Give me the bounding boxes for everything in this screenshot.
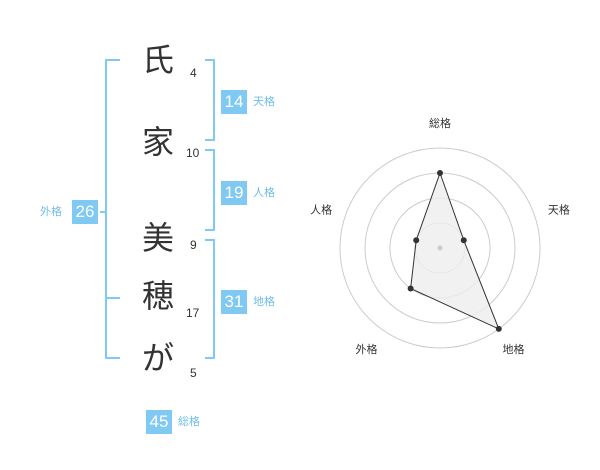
radar-point-2: [460, 237, 467, 244]
gaikaku-value: 26: [72, 200, 98, 224]
tenkaku-bracket: [205, 59, 215, 141]
soukaku-value: 45: [146, 410, 172, 434]
radar-axis-label-2: 天格: [548, 202, 570, 216]
name-char-1: 氏: [141, 41, 174, 79]
radar-point-1: [437, 170, 443, 176]
jinkaku-value: 19: [221, 181, 247, 205]
radar-point-4: [407, 285, 414, 292]
chikaku-bracket: [205, 239, 215, 359]
name-char-3: 美: [141, 219, 174, 257]
stroke-count-3: 9: [190, 238, 197, 252]
radar-ring-4: [339, 147, 541, 349]
chikaku-label: 地格: [253, 295, 275, 308]
jinkaku-bracket: [205, 149, 215, 231]
radar-axis-label-1: 総格: [429, 116, 451, 130]
gaikaku-label: 外格: [40, 205, 62, 218]
radar-axis-label-5: 人格: [310, 202, 332, 216]
name-char-2: 家: [141, 123, 174, 161]
radar-axis-label-4: 外格: [356, 342, 378, 356]
stroke-count-4: 17: [186, 306, 200, 320]
tenkaku-label: 天格: [253, 95, 275, 108]
soukaku-label: 総格: [178, 415, 200, 428]
stroke-count-2: 10: [186, 146, 200, 160]
radar-point-3: [495, 325, 502, 332]
stroke-count-1: 4: [190, 66, 197, 80]
radar-area: [410, 171, 500, 330]
name-char-4: 穂: [141, 277, 174, 315]
chikaku-value: 31: [221, 290, 247, 314]
radar-axis-label-3: 地格: [502, 342, 524, 356]
name-char-5: が: [141, 339, 174, 377]
radar-point-5: [413, 237, 420, 244]
stroke-count-5: 5: [190, 366, 197, 380]
jinkaku-label: 人格: [253, 186, 275, 199]
radar-center: [437, 245, 443, 251]
gaikaku-bracket: [105, 59, 120, 359]
tenkaku-value: 14: [221, 90, 247, 114]
